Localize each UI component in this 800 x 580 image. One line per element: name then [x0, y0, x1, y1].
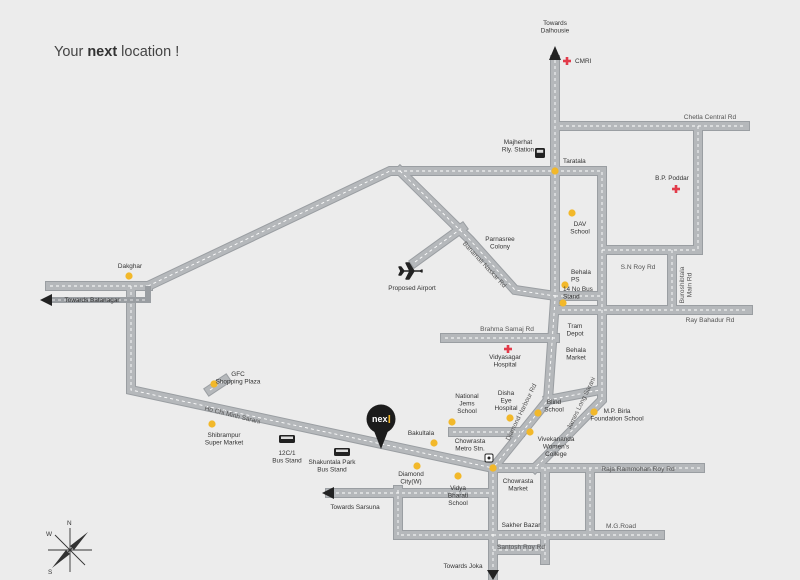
road-label-chetla: Chetla Central Rd	[684, 114, 737, 121]
project-logo: nex	[372, 414, 388, 424]
poi-dot-icon	[454, 472, 462, 480]
poi-dot-icon	[568, 209, 576, 217]
bus-icon	[279, 435, 295, 443]
poi-dot-icon	[413, 462, 421, 470]
south-arrow-icon	[487, 570, 499, 580]
bus-icon	[334, 448, 350, 456]
place-label-cmri: CMRI	[575, 58, 592, 65]
road-label-raja-rammohan: Raja Rammohan Roy Rd	[601, 466, 675, 473]
map-title: Your next location !	[54, 44, 180, 60]
train-icon	[535, 148, 545, 158]
poi-dot-icon	[559, 299, 567, 307]
poi-dot-icon	[534, 409, 542, 417]
place-label-airport: Proposed Airport	[388, 285, 436, 292]
poi-dot-icon	[526, 428, 534, 436]
m-left-vertical	[126, 281, 499, 474]
road-label-brahma-samaj: Brahma Samaj Rd	[480, 326, 534, 333]
road-network	[45, 55, 753, 580]
place-label-bp-poddar: B.P. Poddar	[655, 175, 690, 182]
place-label-taratala: Taratala	[563, 158, 586, 165]
poi-dot-icon	[551, 167, 559, 175]
west-arrow-icon	[40, 294, 52, 306]
direction-label-south: Towards Joka	[443, 563, 483, 570]
poi-dot-icon	[125, 272, 133, 280]
place-label-bakultala: Bakultala	[408, 430, 435, 437]
svg-text:N: N	[67, 520, 72, 527]
road-label-ray-bahadur: Ray Bahadur Rd	[686, 317, 735, 324]
poi-dot-icon	[210, 380, 218, 388]
junction-dot-icon	[489, 464, 497, 472]
poi-dot-icon	[590, 408, 598, 416]
poi-dot-icon	[208, 420, 216, 428]
road-label-mg-road: M.G.Road	[606, 523, 636, 530]
hospital-cross-icon	[672, 185, 680, 193]
direction-label-southwest: Towards Sarsuna	[330, 504, 380, 511]
svg-text:W: W	[46, 531, 53, 538]
poi-dot-icon	[506, 414, 514, 422]
svg-text:S: S	[48, 569, 52, 576]
poi-dot-icon	[430, 439, 438, 447]
airplane-icon	[398, 262, 423, 280]
points-of-interest	[125, 57, 680, 480]
project-marker: nex	[366, 404, 396, 449]
hospital-cross-icon	[504, 345, 512, 353]
southwest-arrow-icon	[322, 487, 334, 499]
hospital-cross-icon	[563, 57, 571, 65]
place-label-sakher-bazar: Sakher Bazar	[502, 522, 542, 529]
road-label-buroshibtala: BuroshibtalaMain Rd	[679, 266, 693, 303]
road-label-santosh-roy: Santosh Roy Rd	[497, 544, 545, 551]
location-pin-icon	[366, 404, 396, 434]
place-label-dakghar: Dakghar	[118, 263, 143, 270]
direction-label-west: Towards Batanagar	[64, 297, 120, 304]
north-arrow-icon	[549, 46, 561, 60]
poi-dot-icon	[448, 418, 456, 426]
road-label-sn-roy: S.N Roy Rd	[621, 264, 656, 271]
compass-icon: N W S	[46, 520, 92, 576]
poi-dot-icon	[561, 281, 569, 289]
direction-arrows	[40, 46, 561, 580]
